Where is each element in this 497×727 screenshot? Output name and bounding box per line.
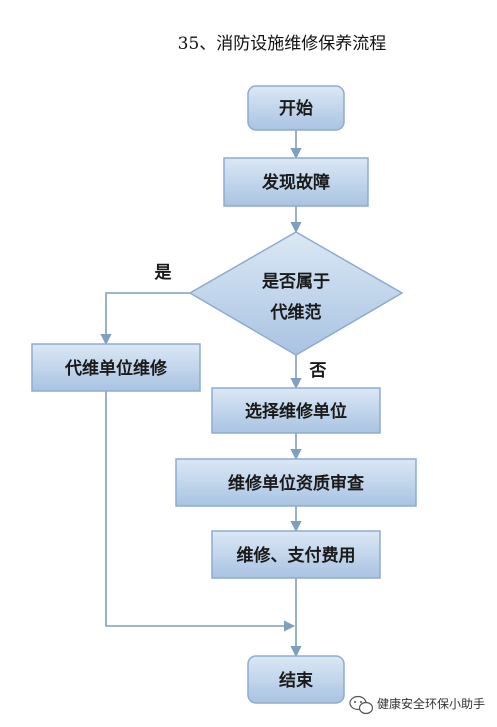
arrow-maintenance-to-merge xyxy=(105,391,296,632)
watermark-text: 健康安全环保小助手 xyxy=(377,696,485,711)
node-qualification-review: 维修单位资质审查 xyxy=(175,458,417,507)
node-find-fault: 发现故障 xyxy=(223,157,369,207)
node-decision-label-line2: 代维范 xyxy=(270,302,322,323)
node-start: 开始 xyxy=(247,85,345,131)
node-qualification-review-label: 维修单位资质审查 xyxy=(228,473,365,494)
node-end: 结束 xyxy=(247,655,345,704)
diagram-title: 35、消防设施维修保养流程 xyxy=(178,34,387,54)
edge-label-no: 否 xyxy=(309,361,327,381)
edge-label-yes: 是 xyxy=(155,263,172,283)
node-find-fault-label: 发现故障 xyxy=(261,172,330,193)
arrow-decision-yes xyxy=(100,292,190,346)
node-maintenance-unit-repair: 代维单位维修 xyxy=(31,343,201,392)
node-repair-and-pay: 维修、支付费用 xyxy=(211,530,381,579)
node-decision: 是否属于 代维范 xyxy=(188,231,404,356)
node-maintenance-unit-repair-label: 代维单位维修 xyxy=(64,358,168,379)
node-start-label: 开始 xyxy=(279,98,313,119)
node-repair-and-pay-label: 维修、支付费用 xyxy=(237,545,356,566)
node-select-unit: 选择维修单位 xyxy=(211,387,381,434)
node-select-unit-label: 选择维修单位 xyxy=(245,401,347,422)
wechat-icon xyxy=(349,695,374,715)
node-decision-label-line1: 是否属于 xyxy=(262,272,330,292)
node-end-label: 结束 xyxy=(279,670,313,691)
watermark: 健康安全环保小助手 xyxy=(349,695,485,715)
connectors xyxy=(100,130,302,658)
